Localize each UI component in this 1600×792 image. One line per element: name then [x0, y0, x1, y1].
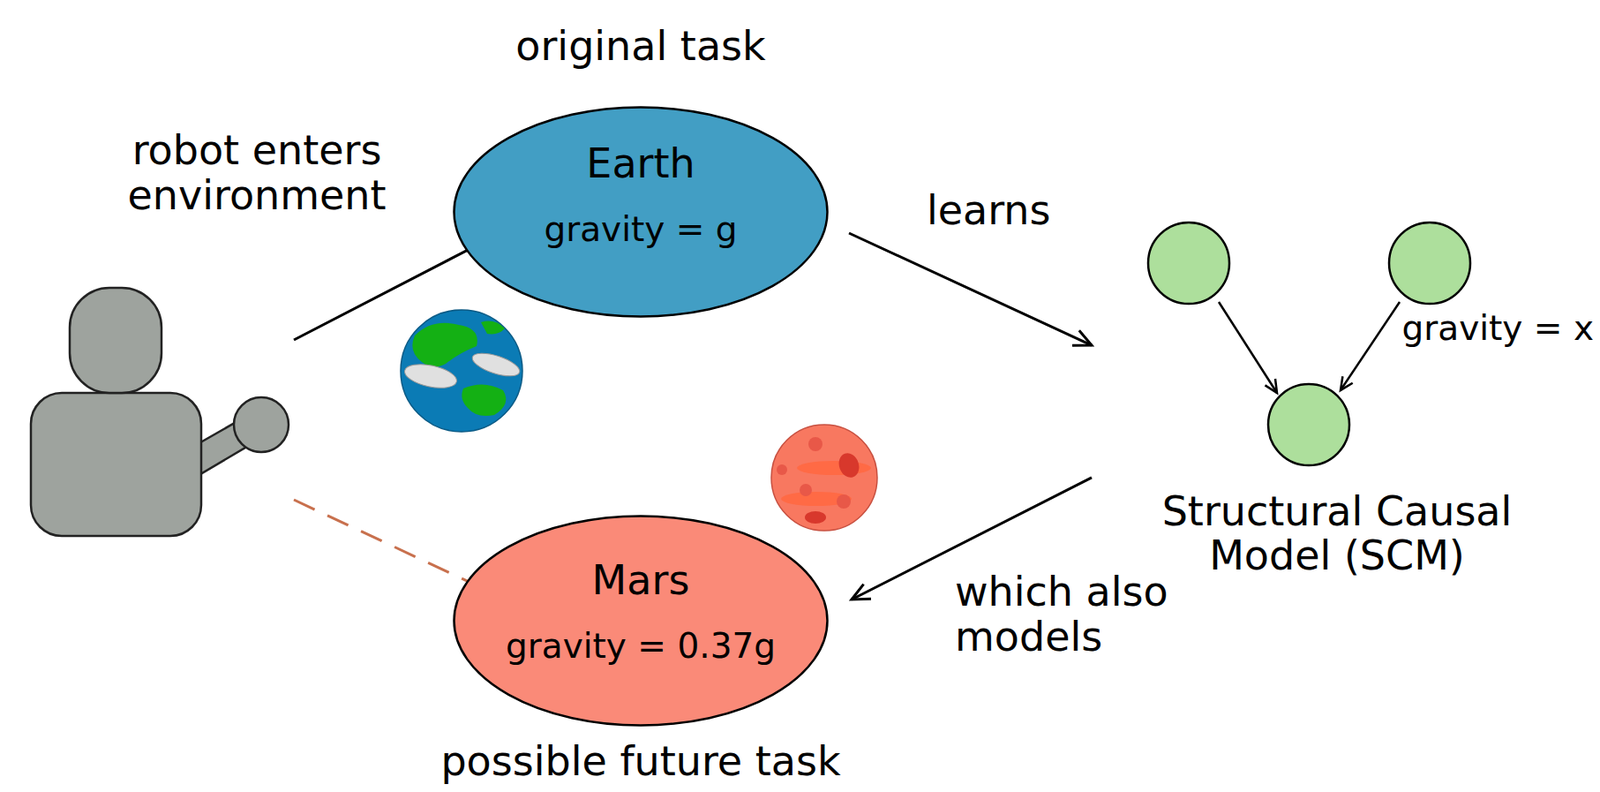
earth-globe	[400, 309, 523, 432]
flow-arrow	[848, 232, 1092, 346]
node-value: gravity = g	[543, 210, 737, 249]
robot-label: robot enters environment	[111, 127, 403, 218]
node-title: Earth	[585, 141, 695, 187]
heading-label: possible future task	[440, 738, 841, 784]
node-value: gravity = 0.37g	[505, 627, 776, 666]
mars-planet	[771, 424, 878, 531]
variable-label: gravity = x	[1401, 309, 1594, 348]
robot-figure	[30, 287, 289, 536]
heading-label: original task	[515, 23, 766, 69]
node-title: Mars	[592, 557, 691, 603]
task-ellipse: Mars gravity = 0.37g	[452, 514, 829, 727]
edge-label: which also models	[954, 569, 1185, 659]
node-title: Structural Causal Model (SCM)	[1142, 488, 1532, 579]
edge-label: learns	[926, 187, 1052, 233]
scm-region: Structural Causal Model (SCM)	[1098, 211, 1576, 579]
task-ellipse: Earth gravity = g	[452, 105, 829, 318]
ellipse-outline	[452, 514, 829, 727]
